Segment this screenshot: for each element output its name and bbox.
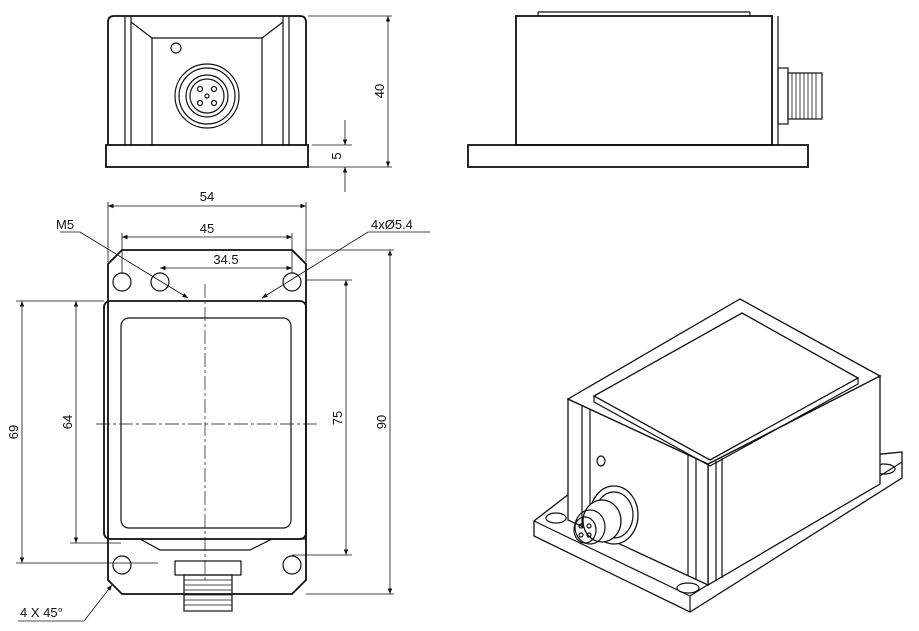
mount-hole-br	[282, 555, 302, 575]
dim-90-label: 90	[374, 415, 389, 429]
m12-connector-side	[777, 67, 823, 125]
isometric-view	[533, 298, 903, 613]
mount-hole-bl	[112, 555, 132, 575]
dim-34-5-label: 34.5	[213, 252, 238, 267]
iso-led-hole	[596, 455, 606, 467]
dim-5-label: 5	[329, 152, 344, 159]
dim-54-label: 54	[200, 189, 214, 204]
front-base-plate	[105, 144, 309, 168]
side-housing	[515, 15, 773, 146]
top-base-plate	[107, 249, 307, 595]
status-led-hole	[170, 42, 182, 54]
m5-label: M5	[56, 217, 74, 232]
dim-64-label: 64	[60, 415, 75, 429]
connector-bottom	[174, 560, 242, 612]
front-view: 40 5	[105, 15, 392, 192]
iso-connector	[573, 485, 639, 545]
top-view: 54 45 34.5 M5 4xØ5.4 69 64 75 90	[6, 189, 430, 622]
dim-40-label: 40	[372, 84, 387, 98]
dim-69-label: 69	[6, 425, 21, 439]
chamfer-label: 4 X 45°	[20, 605, 63, 620]
top-lid	[120, 317, 292, 529]
m12-connector-front	[174, 63, 240, 129]
mount-hole-tl	[112, 272, 132, 292]
holes-4x-dia-label: 4xØ5.4	[371, 217, 413, 232]
front-housing	[107, 15, 307, 145]
dim-45-label: 45	[200, 221, 214, 236]
m5-hole	[150, 272, 170, 292]
dim-75-label: 75	[330, 411, 345, 425]
side-view	[467, 11, 823, 168]
side-base-plate	[467, 144, 809, 168]
